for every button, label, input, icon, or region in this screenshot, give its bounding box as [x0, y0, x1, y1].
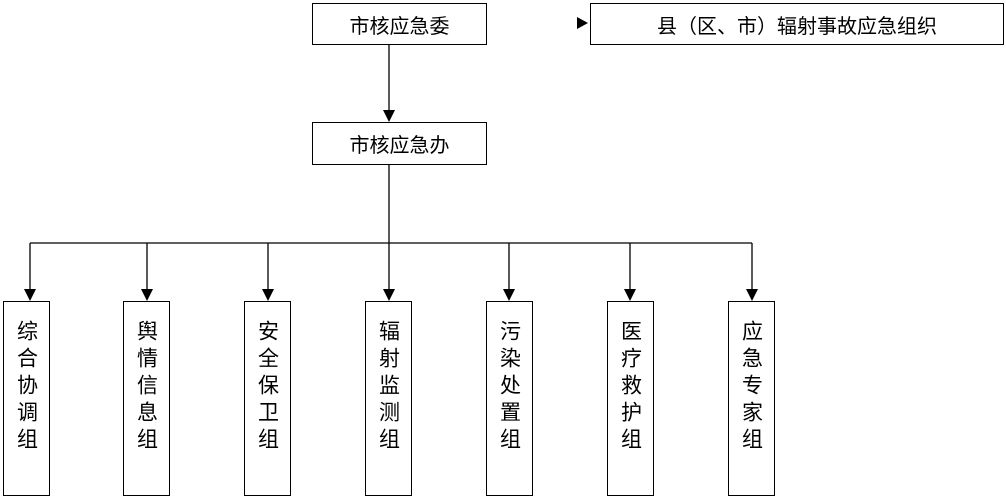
arrow-head — [262, 289, 274, 301]
city-nuclear-emergency-office-box: 市核应急办 — [312, 122, 487, 165]
group-label: 安全保卫组 — [255, 320, 280, 455]
group-box-security: 安全保卫组 — [244, 301, 291, 496]
city-nuclear-emergency-committee-box: 市核应急委 — [312, 3, 487, 45]
group-label: 综合协调组 — [14, 320, 39, 455]
group-label: 舆情信息组 — [134, 320, 159, 455]
arrow-head — [383, 289, 395, 301]
arrow-head — [624, 289, 636, 301]
middle-label: 市核应急办 — [349, 133, 450, 157]
group-box-emergency-experts: 应急专家组 — [728, 301, 775, 496]
group-box-radiation-monitoring: 辐射监测组 — [365, 301, 412, 496]
group-box-coordination: 综合协调组 — [3, 301, 50, 496]
group-label: 医疗救护组 — [618, 320, 643, 455]
group-box-pollution-disposal: 污染处置组 — [486, 301, 533, 496]
arrow-head — [24, 289, 36, 301]
group-label: 应急专家组 — [739, 320, 764, 455]
arrow-head — [383, 110, 395, 122]
group-box-medical-rescue: 医疗救护组 — [607, 301, 654, 496]
county-emergency-organization-box: 县（区、市）辐射事故应急组织 — [590, 3, 1004, 45]
group-label: 辐射监测组 — [376, 320, 401, 455]
group-box-public-opinion: 舆情信息组 — [123, 301, 170, 496]
top-label: 市核应急委 — [349, 13, 450, 38]
arrow-head — [503, 289, 515, 301]
arrow-head-side — [577, 17, 588, 29]
side-label: 县（区、市）辐射事故应急组织 — [657, 13, 937, 38]
group-label: 污染处置组 — [497, 320, 522, 455]
arrow-head — [746, 289, 758, 301]
arrow-head — [141, 289, 153, 301]
